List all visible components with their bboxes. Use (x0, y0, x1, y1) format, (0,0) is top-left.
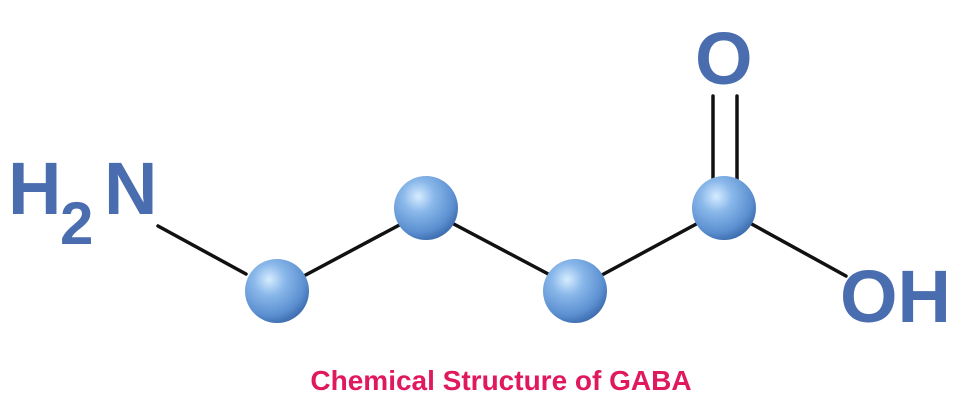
bond-c1-c2 (298, 220, 407, 280)
bond-c3-c4 (598, 220, 702, 278)
carbon-atoms (245, 176, 756, 323)
hydroxyl-label: OH (840, 255, 951, 338)
amine-subscript-label: 2 (60, 190, 93, 257)
sphere-icon (394, 176, 458, 240)
bond-n-c1 (156, 224, 248, 276)
sphere-icon (245, 259, 309, 323)
bond-c4-oh (746, 220, 848, 278)
carbonyl-oxygen-label: O (695, 17, 753, 100)
diagram-caption: Chemical Structure of GABA (310, 365, 691, 396)
bond-c2-c3 (448, 220, 554, 278)
amine-h-label: H (8, 147, 61, 230)
atom-labels: H 2 N O OH (8, 17, 951, 338)
sphere-icon (692, 176, 756, 240)
sphere-icon (543, 259, 607, 323)
amine-n-label: N (104, 147, 157, 230)
bonds (156, 94, 848, 280)
